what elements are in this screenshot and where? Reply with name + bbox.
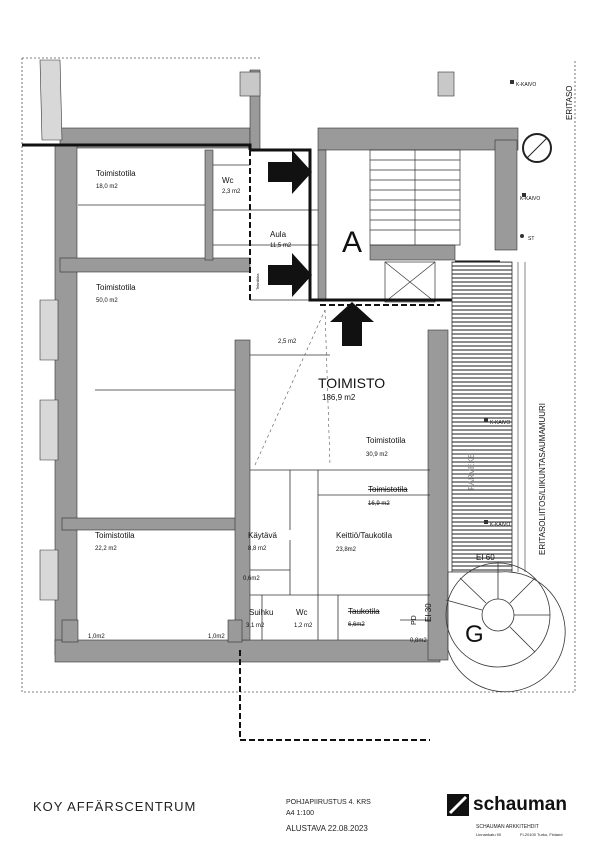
arrow-right-icon (268, 150, 312, 194)
drain-label: K-KAIVO (516, 82, 536, 88)
room-area: 0,6m2 (243, 576, 260, 582)
room-name: Aula (270, 230, 287, 239)
arrow-up-icon (330, 302, 374, 346)
side-label: ERITASOLIITOS/LIIKUNTASAUMAMUURI (538, 403, 547, 555)
room-area: 1,0m2 (88, 634, 105, 640)
office-address-1: Linnankatu 90 (476, 832, 502, 837)
arrow-icons (268, 150, 374, 346)
room-area: 1,0m2 (208, 634, 225, 640)
fire-rating-label: EI 30 (424, 603, 433, 622)
pd-label: PD (411, 615, 418, 625)
room-area: 50,0 m2 (96, 298, 118, 304)
room-area: 8,8 m2 (248, 546, 267, 552)
drain-label: K-KAIVO (490, 522, 510, 528)
room-area: 23,8m2 (336, 547, 357, 553)
boundary-line (21, 58, 576, 693)
room-name: Toimistotila (96, 283, 136, 292)
room-area-struck: 16,9 m2 (368, 501, 390, 507)
balcony-label: PARVEKE (467, 453, 476, 490)
stair-label: A (342, 226, 362, 259)
room-name: Suihku (249, 608, 273, 617)
office-name: SCHAUMAN ARKKITEHDIT (476, 824, 539, 830)
room-name: Toimistotila (96, 169, 136, 178)
st-label: ST (528, 236, 534, 242)
room-area: 22,2 m2 (95, 546, 117, 552)
room-area-struck: 6,6m2 (348, 622, 365, 628)
room-name: Wc (296, 608, 308, 617)
stair-a (369, 149, 461, 303)
project-name: KOY AFFÄRSCENTRUM (33, 799, 197, 814)
arrow-right-icon (268, 253, 312, 297)
room-area: 1,2 m2 (294, 623, 313, 629)
tech-label: Tekniikka (255, 273, 260, 290)
room-name-struck: Taukotila (348, 607, 380, 616)
drain-label: K-KAIVO (520, 196, 540, 202)
drawing-status: ALUSTAVA 22.08.2023 (286, 824, 368, 833)
room-name: Toimistotila (95, 531, 135, 540)
drawing-title: POHJAPIIRUSTUS 4. KRS (286, 799, 371, 806)
side-label-top: ERITASO (565, 85, 574, 120)
room-area: 186,9 m2 (322, 393, 356, 402)
drain-label: K-KAIVO (490, 420, 510, 426)
office-address-2: FI-20100 Turku, Finland (520, 832, 563, 837)
spiral-stair-g (445, 562, 566, 693)
room-name: TOIMISTO (318, 375, 385, 391)
room-area: 30,9 m2 (366, 452, 388, 458)
room-area: 11,5 m2 (270, 243, 292, 249)
room-area: 3,1 m2 (246, 623, 265, 629)
room-name-struck: Toimistotila (368, 485, 408, 494)
room-area: 2,5 m2 (278, 339, 297, 345)
room-name: Keittiö/Taukotila (336, 531, 393, 540)
logo-mark-icon (447, 794, 469, 816)
fire-rating-label: EI 60 (476, 553, 495, 562)
room-area: 0,8m2 (410, 638, 427, 644)
room-name: Käytävä (248, 531, 277, 540)
balcony (451, 261, 513, 573)
room-name: Wc (222, 176, 234, 185)
drawing-scale: A4 1:100 (286, 810, 315, 817)
logo-text: schauman (473, 794, 567, 815)
room-area: 2,3 m2 (222, 189, 241, 195)
logo: schauman (447, 794, 567, 816)
room-area: 18,0 m2 (96, 184, 118, 190)
walls (54, 69, 519, 663)
room-name: Toimistotila (366, 436, 406, 445)
stair-label: G (465, 621, 484, 648)
